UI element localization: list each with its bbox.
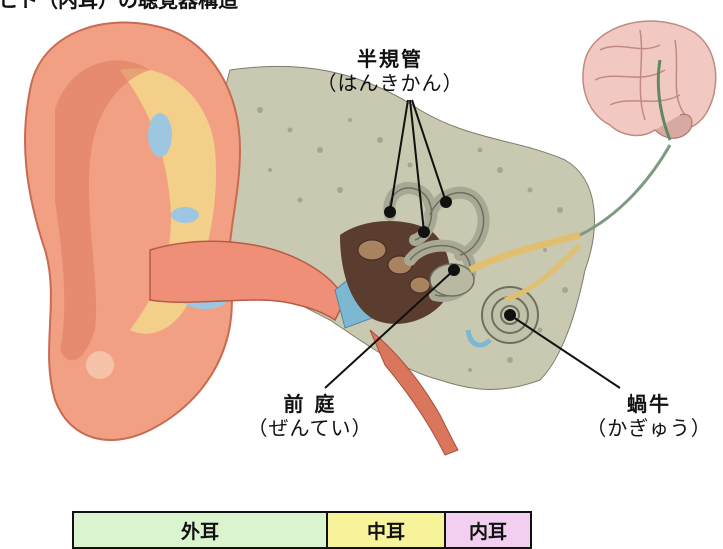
- cartilage-blue-1: [148, 113, 172, 157]
- cochlea-reading: （かぎゅう）: [575, 416, 723, 440]
- cochlea-name: 蝸牛: [575, 392, 723, 416]
- brain-illustration: [583, 21, 716, 140]
- section-outer-ear: 外耳: [72, 511, 328, 549]
- semicircular-reading: （はんきかん）: [300, 71, 480, 95]
- section-middle-ear: 中耳: [326, 511, 446, 549]
- label-vestibule: 前 庭 （ぜんてい）: [235, 392, 385, 440]
- vestibule-name: 前 庭: [235, 392, 385, 416]
- label-semicircular-canals: 半規管 （はんきかん）: [300, 47, 480, 95]
- cartilage-blue-2: [171, 207, 199, 223]
- earlobe-highlight: [86, 351, 114, 379]
- vestibule-reading: （ぜんてい）: [235, 416, 385, 440]
- semicircular-name: 半規管: [300, 47, 480, 71]
- label-cochlea: 蝸牛 （かぎゅう）: [575, 392, 723, 440]
- section-inner-ear: 内耳: [444, 511, 532, 549]
